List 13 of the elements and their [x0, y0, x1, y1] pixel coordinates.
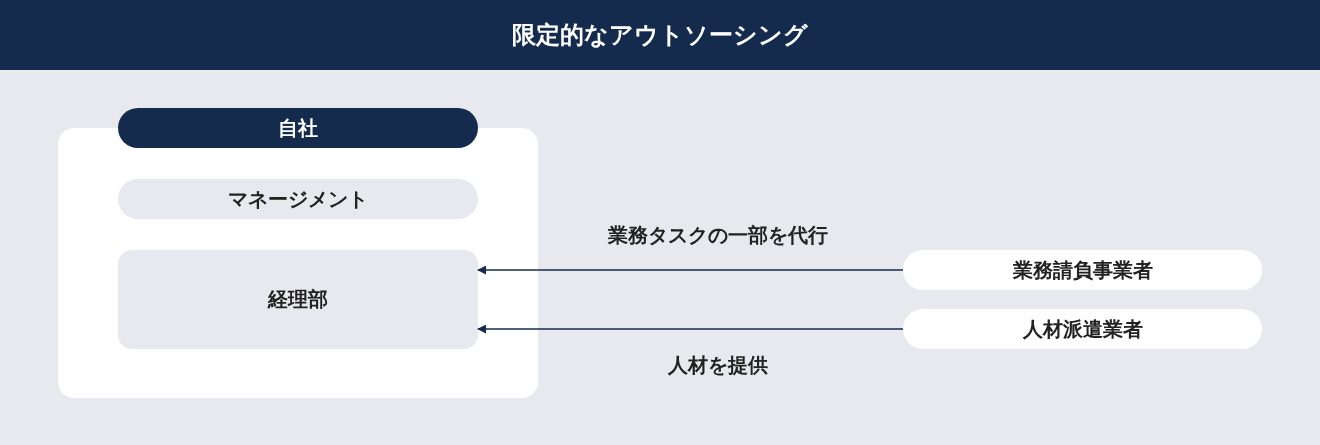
title: 限定的なアウトソーシング	[512, 20, 808, 51]
label-box	[903, 250, 1262, 290]
box-text: マネージメント	[228, 185, 368, 213]
box-text: 業務請負事業者	[1012, 256, 1153, 284]
label-box	[903, 309, 1262, 349]
edge-label: 業務タスクの一部を代行	[608, 222, 828, 249]
edge-label: 人材を提供	[668, 352, 768, 379]
label-box	[118, 250, 478, 349]
group-heading: 自社	[118, 108, 478, 148]
arrow	[477, 265, 904, 275]
box-text: 経理部	[268, 286, 328, 313]
box-text: 人材派遣業者	[1022, 315, 1143, 343]
arrow	[477, 324, 904, 334]
